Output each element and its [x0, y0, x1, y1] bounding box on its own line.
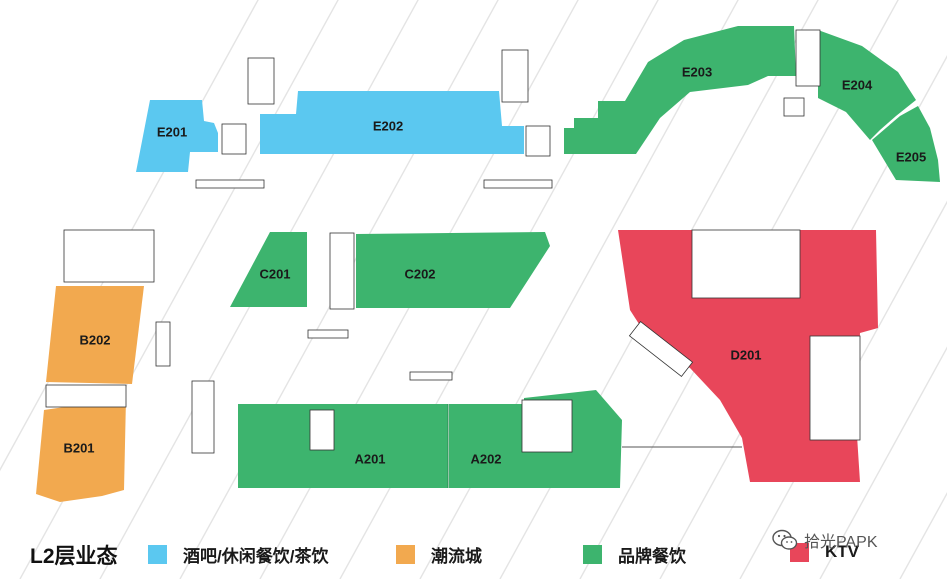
legend-label-trend: 潮流城 — [431, 547, 482, 566]
unit-e203[interactable] — [564, 26, 796, 154]
escalators — [155, 49, 694, 454]
floor-title: L2层业态 — [30, 545, 118, 568]
unit-e201[interactable] — [136, 100, 218, 172]
label-c202: C202 — [404, 266, 435, 281]
unit-e204[interactable] — [818, 30, 916, 140]
label-e204: E204 — [842, 77, 873, 92]
a-stair-cores — [309, 399, 573, 453]
legend-label-brand-dining: 品牌餐饮 — [618, 547, 686, 566]
label-e205: E205 — [896, 149, 926, 164]
legend-item-brand-dining: 品牌餐饮 — [583, 542, 686, 567]
label-b201: B201 — [63, 440, 94, 455]
legend-label-bar: 酒吧/休闲餐饮/茶饮 — [183, 547, 329, 566]
watermark: 拾光PAPK — [772, 528, 878, 552]
label-d201: D201 — [730, 347, 761, 362]
unit-a201[interactable] — [238, 404, 448, 488]
wechat-icon — [772, 529, 798, 550]
label-e202: E202 — [373, 118, 403, 133]
c-stair-core — [329, 232, 355, 310]
d201-service-cores — [691, 229, 861, 441]
watermark-text: 拾光PAPK — [804, 534, 878, 551]
label-a201: A201 — [354, 451, 385, 466]
unit-e202[interactable] — [260, 91, 524, 154]
legend-swatch-blue — [148, 545, 167, 564]
label-e201: E201 — [157, 124, 187, 139]
label-b202: B202 — [79, 332, 110, 347]
e204-stair-core — [783, 29, 821, 117]
unit-c202[interactable] — [356, 232, 550, 308]
unit-e205[interactable] — [872, 106, 940, 182]
label-c201: C201 — [259, 266, 290, 281]
label-a202: A202 — [470, 451, 501, 466]
b-stair-core — [45, 229, 155, 408]
unit-b202[interactable] — [46, 286, 144, 384]
legend-label-ktv: KTV — [825, 542, 859, 561]
legend-item-trend: 潮流城 — [396, 542, 482, 567]
legend-item-bar: 酒吧/休闲餐饮/茶饮 — [148, 542, 328, 567]
legend-swatch-orange — [396, 545, 415, 564]
unit-b201[interactable] — [36, 398, 126, 502]
unit-c201[interactable] — [230, 232, 307, 307]
label-e203: E203 — [682, 64, 712, 79]
legend-swatch-green — [583, 545, 602, 564]
legend: L2层业态 酒吧/休闲餐饮/茶饮 潮流城 品牌餐饮 KTV — [0, 538, 947, 574]
